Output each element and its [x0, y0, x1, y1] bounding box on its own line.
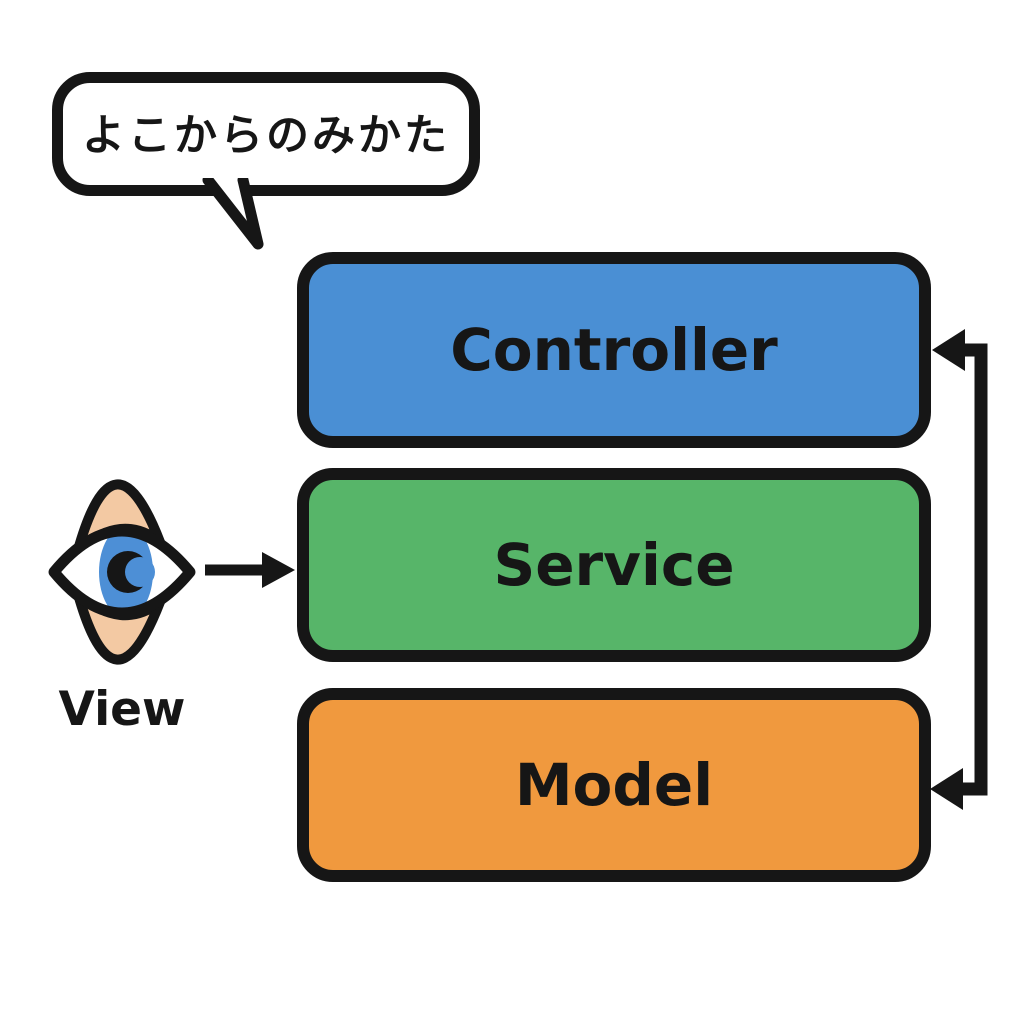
service-label: Service	[493, 531, 735, 599]
model-label: Model	[514, 751, 714, 819]
controller-label: Controller	[450, 316, 778, 384]
arrow-into-model	[930, 768, 963, 810]
service-box: Service	[297, 468, 931, 662]
controller-model-connector	[930, 329, 988, 810]
eye-icon	[48, 479, 196, 665]
speech-bubble-tail	[202, 178, 264, 250]
arrow-into-controller	[932, 329, 965, 371]
model-box: Model	[297, 688, 931, 882]
speech-bubble: よこからのみかた	[52, 72, 480, 196]
eye-pupil-highlight	[125, 557, 155, 587]
speech-bubble-text: よこからのみかた	[82, 111, 450, 161]
view-label: View	[58, 682, 186, 737]
controller-box: Controller	[297, 252, 931, 448]
view-to-service-arrow	[205, 552, 295, 588]
